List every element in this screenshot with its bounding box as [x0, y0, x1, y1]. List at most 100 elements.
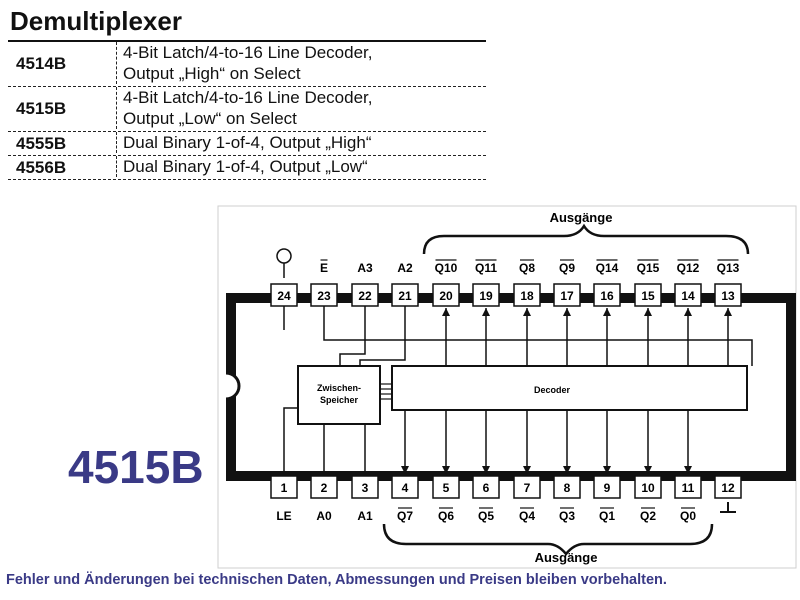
- pin-number: 8: [564, 481, 571, 495]
- pin-label: Q4: [519, 509, 535, 523]
- pin-number: 10: [641, 481, 655, 495]
- pin-box: [432, 283, 460, 307]
- pin-number: 11: [682, 481, 695, 495]
- pin-label: Q10: [435, 261, 458, 275]
- output-arrow-icon: [603, 466, 611, 474]
- output-arrow-icon: [644, 466, 652, 474]
- pin-box: [674, 283, 702, 307]
- pin-number: 2: [321, 481, 328, 495]
- pin-label: Q15: [637, 261, 660, 275]
- pin-number: 12: [721, 481, 735, 495]
- pin-label: Q12: [677, 261, 700, 275]
- pin-box: [714, 475, 742, 499]
- latch-decoder-bus: [380, 383, 392, 400]
- enable-line: [323, 306, 753, 366]
- pin-number: 18: [520, 289, 534, 303]
- output-arrow-icon: [482, 308, 490, 316]
- pin-label: Q8: [519, 261, 535, 275]
- decoder-label: Decoder: [534, 385, 571, 395]
- latch-block: [297, 365, 381, 425]
- pin-number: 24: [277, 289, 291, 303]
- pin-number: 15: [641, 289, 655, 303]
- table-row: 4515B 4-Bit Latch/4-to-16 Line Decoder, …: [8, 87, 486, 132]
- part-code: 4555B: [16, 134, 67, 153]
- output-arrow-icon: [563, 466, 571, 474]
- pin-label: Q13: [717, 261, 740, 275]
- part-description: Dual Binary 1-of-4, Output „Low“: [116, 156, 486, 177]
- pin-box: [593, 475, 621, 499]
- pin-number: 14: [681, 289, 695, 303]
- output-arrow-icon: [724, 308, 732, 316]
- pin-label: A3: [357, 261, 373, 275]
- pin-label: E: [320, 261, 328, 275]
- pin-number: 17: [560, 289, 574, 303]
- pin-label: Q6: [438, 509, 454, 523]
- ic-notch: [225, 371, 241, 401]
- output-arrow-icon: [523, 308, 531, 316]
- vdd-symbol-icon: [276, 248, 292, 264]
- pin-box: [553, 475, 581, 499]
- output-arrow-icon: [442, 466, 450, 474]
- pin-box: [513, 475, 541, 499]
- part-table: 4514B 4-Bit Latch/4-to-16 Line Decoder, …: [8, 40, 486, 180]
- pin-box: [553, 283, 581, 307]
- pin-number: 3: [362, 481, 369, 495]
- pin-box: [270, 475, 298, 499]
- pin-box: [310, 283, 338, 307]
- pin-box: [432, 475, 460, 499]
- part-description: Dual Binary 1-of-4, Output „High“: [116, 132, 486, 153]
- pin-number: 22: [358, 289, 372, 303]
- output-arrow-icon: [482, 466, 490, 474]
- pin-label: Q9: [559, 261, 575, 275]
- pin-number: 6: [483, 481, 490, 495]
- le-line: [283, 407, 298, 478]
- output-arrow-icon: [401, 466, 409, 474]
- pin-box: [270, 283, 298, 307]
- output-arrow-icon: [684, 466, 692, 474]
- top-outputs-label: Ausgänge: [550, 210, 613, 225]
- output-arrow-icon: [684, 308, 692, 316]
- pin-number: 7: [524, 481, 531, 495]
- table-row: 4555B Dual Binary 1-of-4, Output „High“: [8, 132, 486, 156]
- ground-symbol-icon: [720, 502, 736, 513]
- pin-box: [634, 475, 662, 499]
- pin-label: LE: [276, 509, 291, 523]
- pin-box: [634, 283, 662, 307]
- pin-number: 4: [402, 481, 409, 495]
- part-description: 4-Bit Latch/4-to-16 Line Decoder, Output…: [116, 42, 486, 84]
- pin-label: Q5: [478, 509, 494, 523]
- pin-number: 21: [398, 289, 412, 303]
- pin-box: [310, 475, 338, 499]
- output-arrows: [401, 308, 732, 474]
- pin-label: Q14: [596, 261, 619, 275]
- output-arrow-icon: [563, 308, 571, 316]
- pin-number: 13: [721, 289, 735, 303]
- pin-box: [391, 475, 419, 499]
- pin-box: [351, 475, 379, 499]
- pin-number: 23: [317, 289, 331, 303]
- output-arrow-icon: [442, 308, 450, 316]
- part-code: 4514B: [16, 54, 67, 73]
- pin-label: A1: [357, 509, 373, 523]
- pin-box: [391, 283, 419, 307]
- page-title: Demultiplexer: [10, 6, 182, 36]
- pin-number: 20: [439, 289, 453, 303]
- decoder-block: [391, 365, 748, 411]
- pin-label: Q3: [559, 509, 575, 523]
- pin-label: A0: [316, 509, 332, 523]
- pin-number: 19: [479, 289, 493, 303]
- pin-number: 9: [604, 481, 611, 495]
- a3-line: [339, 306, 366, 366]
- part-description: 4-Bit Latch/4-to-16 Line Decoder, Output…: [116, 87, 486, 129]
- output-arrow-icon: [644, 308, 652, 316]
- part-code: 4556B: [16, 158, 67, 177]
- output-arrow-icon: [523, 466, 531, 474]
- pin-box: [472, 475, 500, 499]
- a2-line: [359, 306, 406, 366]
- pin-box: [513, 283, 541, 307]
- top-outputs-bracket: [422, 223, 750, 255]
- part-number-label: 4515B: [68, 441, 204, 493]
- pin-box: [351, 283, 379, 307]
